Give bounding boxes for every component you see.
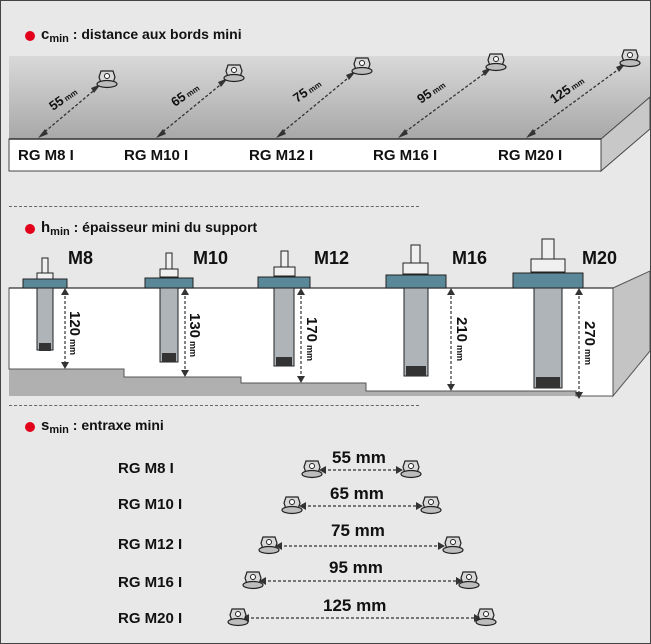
hmin-thickness-m12: 170mm [303, 317, 320, 361]
smin-spacing-drawing [227, 460, 497, 627]
slab-top-surface [9, 56, 650, 139]
smin-spacing-m16: 95 mm [329, 558, 383, 577]
bullet-dot [25, 422, 35, 432]
smin-spacing-m10: 65 mm [330, 484, 384, 503]
hmin-title: hmin : épaisseur mini du support [41, 219, 258, 238]
hmin-stepped-support: 120mm 130mm 170mm 210mm 270mm [8, 238, 650, 399]
smin-label-m20: RG M20 I [118, 610, 183, 627]
hmin-size-m12: M12 [314, 248, 350, 268]
smin-spacing-m20: 125 mm [323, 596, 387, 615]
nut-icon [619, 49, 641, 68]
cmin-label-m10: RG M10 I [124, 147, 189, 164]
nut-icon [227, 608, 249, 627]
hmin-thickness-m16: 210mm [453, 317, 470, 361]
anchor-m16 [385, 244, 447, 377]
section-divider [9, 405, 419, 406]
anchor-m20 [512, 238, 584, 389]
hmin-size-m20: M20 [582, 248, 618, 268]
nut-icon [475, 608, 497, 627]
hmin-size-m10: M10 [193, 248, 229, 268]
nut-icon [351, 57, 373, 76]
smin-label-m10: RG M10 I [118, 496, 183, 513]
cmin-slab-drawing: 55mm 65mm 75mm 95mm 125mm [8, 49, 650, 173]
nut-icon [485, 53, 507, 72]
nut-icon [242, 571, 264, 590]
hmin-size-m8: M8 [68, 248, 94, 268]
anchor-m12 [257, 250, 311, 367]
hmin-thickness-m8: 120mm [66, 311, 83, 355]
anchor-m8 [22, 257, 68, 351]
smin-title: smin : entraxe mini [41, 417, 164, 436]
smin-label-m8: RG M8 I [118, 460, 174, 477]
bullet-dot [25, 31, 35, 41]
nut-icon [420, 496, 442, 515]
nut-icon [96, 70, 118, 89]
nut-icon [258, 536, 280, 555]
cmin-title: cmin : distance aux bords mini [41, 26, 242, 45]
cmin-label-m12: RG M12 I [249, 147, 314, 164]
nut-icon [223, 64, 245, 83]
nut-icon [400, 460, 422, 479]
cmin-label-m8: RG M8 I [18, 147, 74, 164]
smin-label-m16: RG M16 I [118, 574, 183, 591]
nut-icon [458, 571, 480, 590]
smin-spacing-m8: 55 mm [332, 448, 386, 467]
hmin-thickness-m10: 130mm [186, 313, 203, 357]
cmin-label-m20: RG M20 I [498, 147, 563, 164]
slab-side [600, 96, 650, 173]
section-divider [9, 206, 419, 207]
anchor-m10 [144, 252, 194, 363]
nut-icon [281, 496, 303, 515]
nut-icon [301, 460, 323, 479]
smin-label-m12: RG M12 I [118, 536, 183, 553]
bullet-dot [25, 224, 35, 234]
smin-spacing-m12: 75 mm [331, 521, 385, 540]
nut-icon [442, 536, 464, 555]
hmin-size-m16: M16 [452, 248, 488, 268]
hmin-thickness-m20: 270mm [581, 321, 598, 365]
cmin-label-m16: RG M16 I [373, 147, 438, 164]
